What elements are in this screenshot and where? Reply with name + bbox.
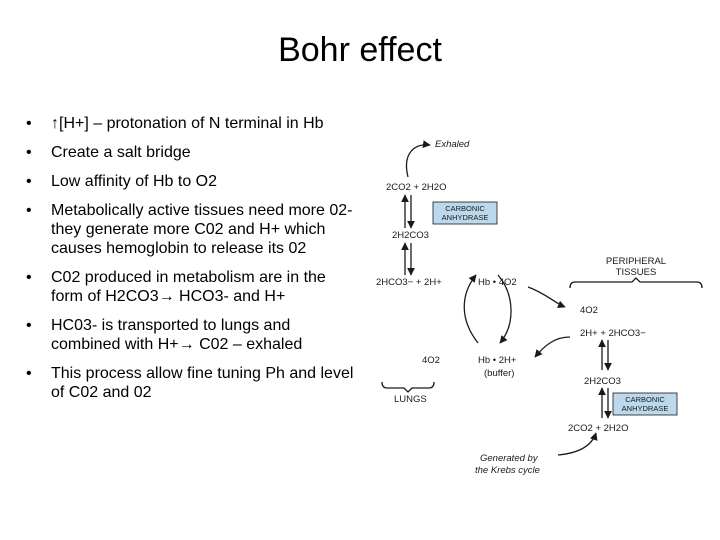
lungs-co2-label: 2CO2 + 2H2O — [386, 182, 446, 193]
bullet-list: ↑[H+] – protonation of N terminal in Hb … — [26, 114, 356, 412]
tissue-enzyme-label: CARBONIC — [625, 395, 665, 404]
tissue-enzyme-label: ANHYDRASE — [622, 404, 669, 413]
lungs-enzyme-label: ANHYDRASE — [442, 213, 489, 222]
bullet-item: This process allow fine tuning Ph and le… — [26, 364, 356, 402]
lungs-label: LUNGS — [394, 394, 427, 405]
cycle-arrow-left — [463, 274, 479, 344]
bullet-item: Low affinity of Hb to O2 — [26, 172, 356, 191]
krebs-label: the Krebs cycle — [475, 465, 540, 476]
tissue-h2co3-label: 2H2CO3 — [584, 376, 621, 387]
buffer-label: (buffer) — [484, 368, 514, 379]
tissue-co2-label: 2CO2 + 2H2O — [568, 423, 628, 434]
bullet-item: Create a salt bridge — [26, 143, 356, 162]
tissues-label: TISSUES — [616, 267, 657, 278]
exhaled-label: Exhaled — [435, 139, 470, 150]
lungs-enzyme-label: CARBONIC — [445, 204, 485, 213]
lungs-o2-label: 4O2 — [422, 355, 440, 366]
tissue-hco3-label: 2H+ + 2HCO3− — [580, 328, 646, 339]
tissue-o2-label: 4O2 — [580, 305, 598, 316]
lungs-hco3-label: 2HCO3− + 2H+ — [376, 277, 442, 288]
krebs-label: Generated by — [480, 453, 539, 464]
exhaled-arrow — [405, 140, 431, 178]
bullet-item: Metabolically active tissues need more 0… — [26, 201, 356, 258]
krebs-arrow — [557, 432, 598, 456]
hb-o2-label: Hb • 4O2 — [478, 277, 517, 288]
cycle-arrow-release — [527, 286, 566, 309]
lungs-enzyme-box — [432, 201, 498, 225]
tissues-bracket — [569, 277, 703, 289]
bullet-item: C02 produced in metabolism are in the fo… — [26, 268, 356, 306]
slide-title: Bohr effect — [278, 31, 442, 69]
hb-h-label: Hb • 2H+ — [478, 355, 517, 366]
lungs-h2co3-label: 2H2CO3 — [392, 230, 429, 241]
lungs-bracket — [381, 381, 435, 393]
tissue-enzyme-box — [612, 392, 678, 416]
bullet-item: ↑[H+] – protonation of N terminal in Hb — [26, 114, 356, 133]
bohr-effect-diagram: Exhaled 2CO2 + 2H2O CARBONIC ANHYDRASE 2… — [376, 139, 703, 476]
cycle-arrow-bind — [534, 336, 571, 358]
bullet-item: HC03- is transported to lungs and combin… — [26, 316, 356, 354]
cycle-arrow-right — [497, 274, 512, 344]
peripheral-label: PERIPHERAL — [606, 256, 666, 267]
